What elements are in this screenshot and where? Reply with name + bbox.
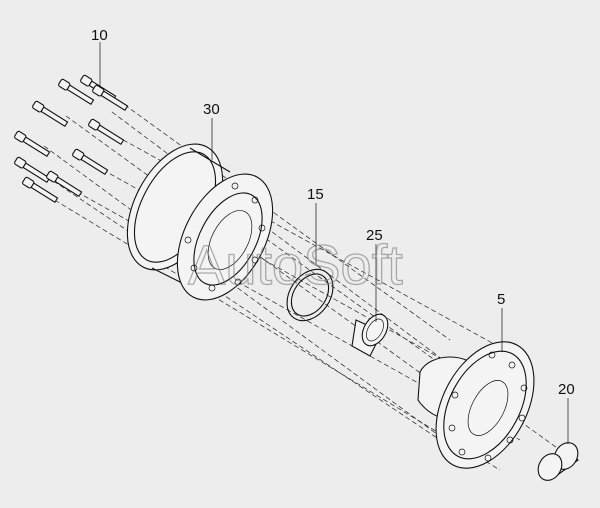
bolt bbox=[92, 84, 129, 112]
callout-hub: 5 bbox=[497, 291, 505, 308]
bolt bbox=[88, 118, 125, 146]
brake-drum bbox=[126, 143, 274, 301]
wheel-hub bbox=[417, 341, 535, 469]
bushing bbox=[351, 313, 389, 357]
callout-cap: 20 bbox=[558, 381, 575, 398]
bolt bbox=[32, 100, 69, 128]
bolt bbox=[14, 156, 51, 184]
bolt bbox=[72, 148, 109, 176]
retaining-ring bbox=[286, 268, 334, 322]
leader-lines bbox=[99, 42, 569, 444]
end-cap bbox=[537, 442, 579, 481]
bolt bbox=[58, 78, 95, 106]
callout-brake-drum: 30 bbox=[203, 101, 220, 118]
callout-ring: 15 bbox=[307, 186, 324, 203]
bolt-group bbox=[14, 74, 129, 204]
bolt bbox=[46, 170, 83, 198]
bolt bbox=[14, 130, 51, 158]
bolt bbox=[22, 176, 59, 204]
callout-bolt: 10 bbox=[91, 27, 108, 44]
callout-bushing: 25 bbox=[366, 227, 383, 244]
watermark: AutoSoft bbox=[188, 233, 403, 296]
